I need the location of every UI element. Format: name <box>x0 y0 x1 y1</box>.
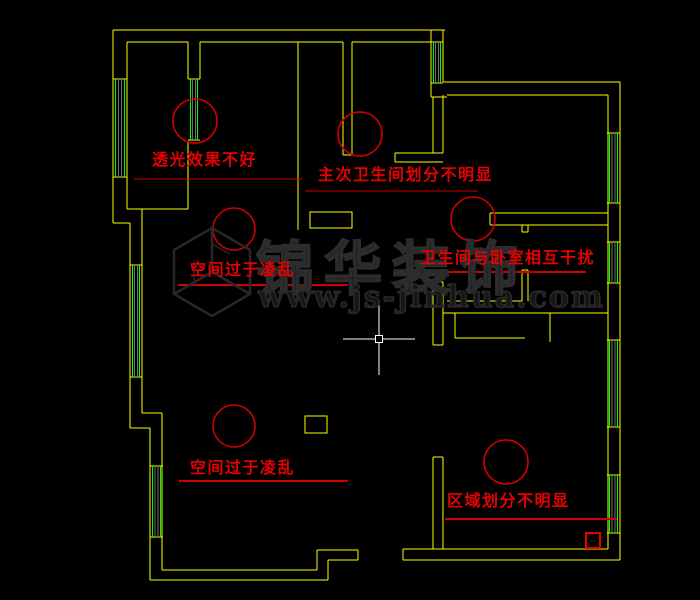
annotation-zoning: 区域划分不明显 <box>447 491 570 510</box>
column-boxes <box>304 211 353 434</box>
window-symbols <box>113 41 620 538</box>
problem-circle <box>337 111 383 157</box>
problem-circle <box>172 98 218 144</box>
annotation-clutter-1: 空间过于凌乱 <box>190 260 296 279</box>
window-symbol <box>607 474 620 534</box>
problem-circle <box>483 439 529 485</box>
column-box <box>304 415 328 434</box>
window-symbol <box>113 78 127 178</box>
annotation-light-effect: 透光效果不好 <box>152 150 258 169</box>
window-symbol <box>607 339 620 428</box>
crosshair-cursor <box>343 303 415 375</box>
red-marker-square <box>585 532 601 549</box>
annotation-bath-division: 主次卫生间划分不明显 <box>318 165 494 184</box>
problem-circle <box>212 207 256 251</box>
problem-circles <box>172 98 529 485</box>
problem-circle <box>212 404 256 448</box>
window-symbol <box>188 78 200 141</box>
window-symbol <box>607 241 620 284</box>
window-symbol <box>431 41 443 84</box>
crosshair-pickbox <box>375 335 383 343</box>
window-symbol <box>607 132 620 204</box>
annotation-bath-bedroom: 卫生间与卧室相互干扰 <box>420 248 596 267</box>
wall-lines <box>112 29 621 581</box>
problem-circle <box>450 196 496 242</box>
column-box <box>309 211 353 229</box>
annotation-clutter-2: 空间过于凌乱 <box>190 458 296 477</box>
red-marker-square <box>585 532 601 549</box>
window-symbol <box>130 264 142 378</box>
window-symbol <box>150 465 163 538</box>
